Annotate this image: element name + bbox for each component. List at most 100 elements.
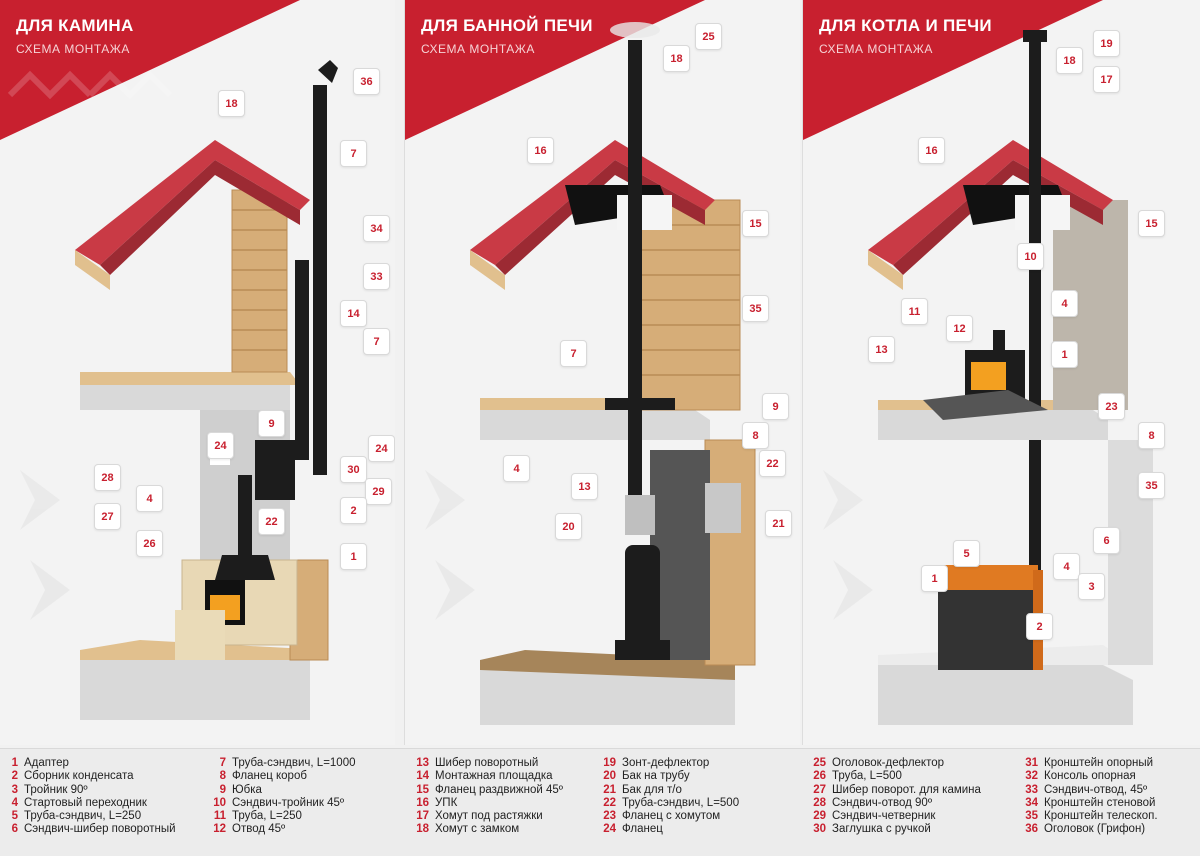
callout-36: 36 xyxy=(353,68,380,95)
callout-26: 26 xyxy=(136,530,163,557)
callout-12: 12 xyxy=(946,315,973,342)
callout-8: 8 xyxy=(742,422,769,449)
callout-9: 9 xyxy=(258,410,285,437)
panel-divider xyxy=(404,0,405,745)
fireplace-illustration xyxy=(0,0,338,720)
callout-4: 4 xyxy=(1051,290,1078,317)
callout-28: 28 xyxy=(94,464,121,491)
callout-15: 15 xyxy=(1138,210,1165,237)
callout-10: 10 xyxy=(1017,243,1044,270)
panel-title: ДЛЯ КОТЛА И ПЕЧИ xyxy=(819,16,992,35)
callout-24b: 24 xyxy=(368,435,395,462)
callout-4b: 4 xyxy=(1053,553,1080,580)
callout-6: 6 xyxy=(1093,527,1120,554)
callout-24: 24 xyxy=(207,432,234,459)
callout-18: 18 xyxy=(663,45,690,72)
callout-18: 18 xyxy=(218,90,245,117)
callout-22: 22 xyxy=(759,450,786,477)
callout-2: 2 xyxy=(340,497,367,524)
callout-15: 15 xyxy=(742,210,769,237)
panel-title: ДЛЯ БАННОЙ ПЕЧИ xyxy=(421,16,593,35)
callout-21: 21 xyxy=(765,510,792,537)
boiler-illustration xyxy=(803,0,1153,725)
callout-14: 14 xyxy=(340,300,367,327)
callout-2: 2 xyxy=(1026,613,1053,640)
callout-35: 35 xyxy=(742,295,769,322)
callout-23: 23 xyxy=(1098,393,1125,420)
callout-9: 9 xyxy=(762,393,789,420)
callout-34: 34 xyxy=(363,215,390,242)
callout-7: 7 xyxy=(340,140,367,167)
callout-1: 1 xyxy=(1051,341,1078,368)
callout-13: 13 xyxy=(868,336,895,363)
callout-27: 27 xyxy=(94,503,121,530)
callout-5: 5 xyxy=(953,540,980,567)
callout-33: 33 xyxy=(363,263,390,290)
panel-fireplace: ДЛЯ КАМИНА СХЕМА МОНТАЖА 18 36 7 34 33 1… xyxy=(0,0,395,745)
panel-subtitle: СХЕМА МОНТАЖА xyxy=(16,42,130,56)
panel-sauna: ДЛЯ БАННОЙ ПЕЧИ СХЕМА МОНТАЖА 25 18 16 1… xyxy=(405,0,800,745)
callout-7: 7 xyxy=(560,340,587,367)
callout-30: 30 xyxy=(340,456,367,483)
panel-subtitle: СХЕМА МОНТАЖА xyxy=(421,42,535,56)
callout-7b: 7 xyxy=(363,328,390,355)
callout-20: 20 xyxy=(555,513,582,540)
callout-1b: 1 xyxy=(921,565,948,592)
callout-35: 35 xyxy=(1138,472,1165,499)
panel-boiler: ДЛЯ КОТЛА И ПЕЧИ СХЕМА МОНТАЖА 19 18 17 … xyxy=(803,0,1200,745)
callout-8: 8 xyxy=(1138,422,1165,449)
panel-divider xyxy=(802,0,803,745)
callout-4: 4 xyxy=(503,455,530,482)
callout-1: 1 xyxy=(340,543,367,570)
callout-18: 18 xyxy=(1056,47,1083,74)
sauna-illustration xyxy=(405,0,756,725)
callout-16: 16 xyxy=(918,137,945,164)
panel-title: ДЛЯ КАМИНА xyxy=(16,16,134,35)
callout-16: 16 xyxy=(527,137,554,164)
callout-11: 11 xyxy=(901,298,928,325)
callout-17: 17 xyxy=(1093,66,1120,93)
callout-22: 22 xyxy=(258,508,285,535)
panel-subtitle: СХЕМА МОНТАЖА xyxy=(819,42,933,56)
